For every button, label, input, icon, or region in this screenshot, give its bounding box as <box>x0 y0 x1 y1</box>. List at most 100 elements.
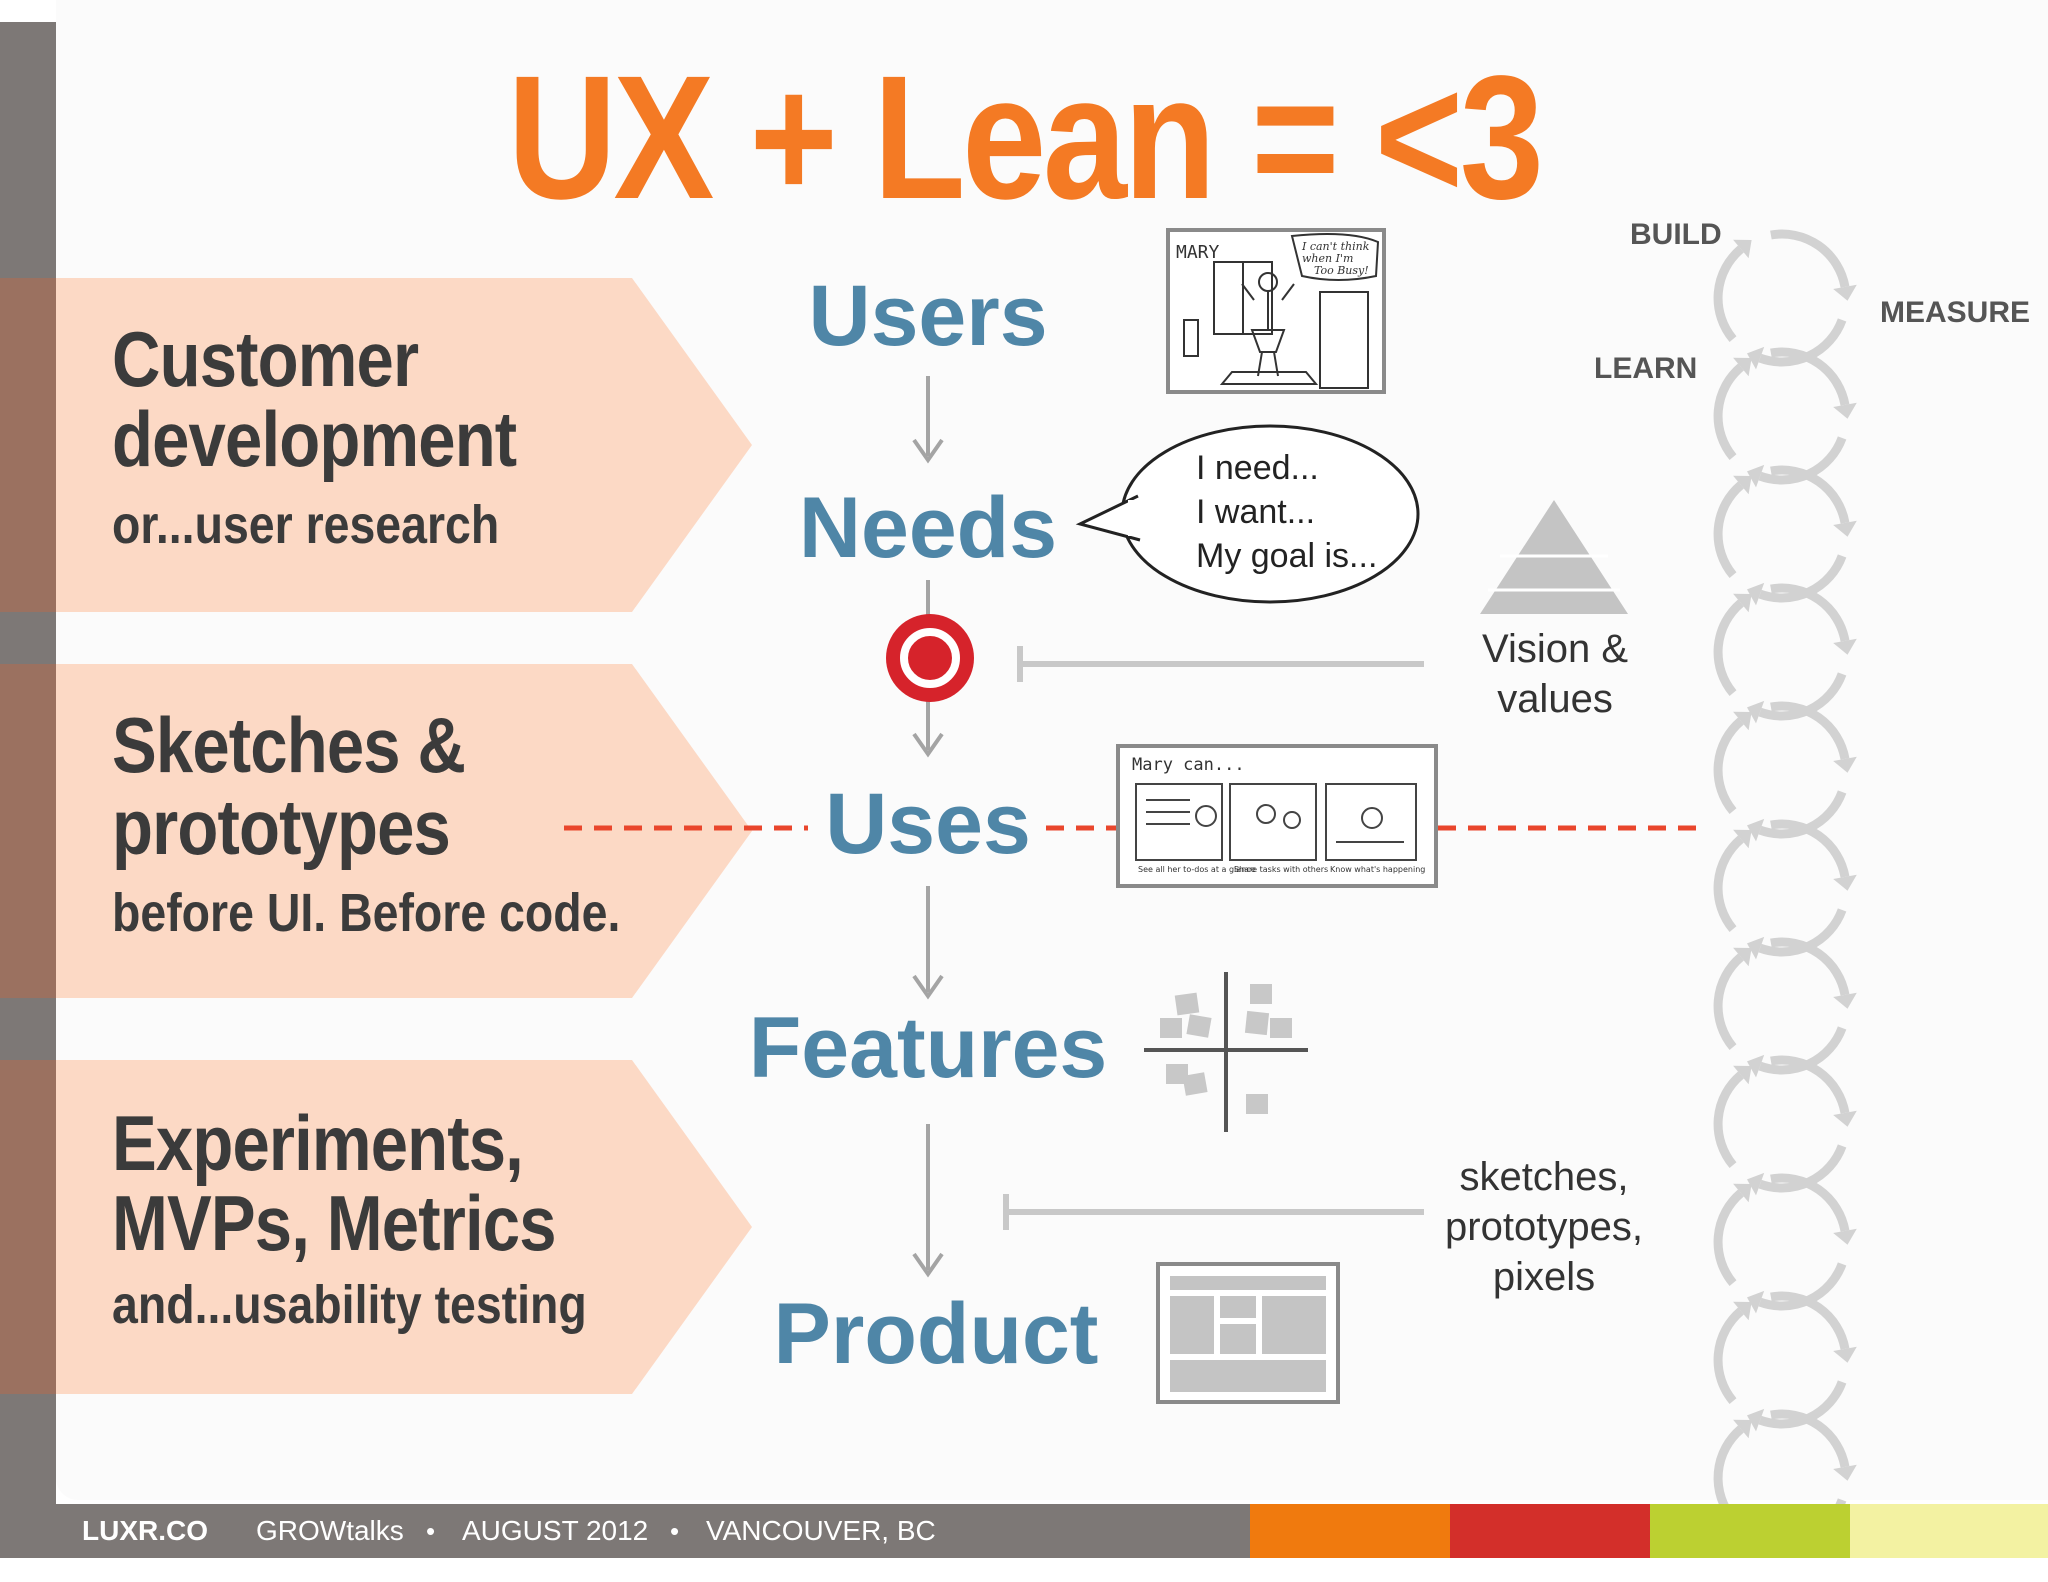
band-experiments-mvps: Experiments, MVPs, Metrics and...usabili… <box>0 1060 760 1394</box>
footer-stripe-red <box>1450 1504 1650 1558</box>
footer-event: GROWtalks <box>256 1515 404 1546</box>
cycle-arrow-head <box>1733 711 1752 731</box>
band-arrow-shape <box>56 664 752 998</box>
speech-line-2: I want... <box>1196 493 1316 531</box>
footer-date: AUGUST 2012 <box>462 1515 649 1546</box>
cycle-arc <box>1770 1409 1850 1468</box>
cycle-arrow-head <box>1833 284 1857 301</box>
pyramid-icon <box>1480 500 1628 614</box>
cycle-arrow-head <box>1833 992 1857 1009</box>
arrow-head <box>912 438 944 464</box>
cycle-arrow-head <box>1747 464 1765 488</box>
mary-thought-line1: I can't think <box>1301 240 1370 253</box>
mary-sketch <box>1166 228 1386 394</box>
cycle-label-build: BUILD <box>1630 218 1722 251</box>
cycle-arrow-head <box>1833 756 1857 773</box>
cycle-arrow-head <box>1733 593 1752 613</box>
cycle-arrow-head <box>1747 700 1765 724</box>
storyboard-panel-2: Share tasks with others <box>1234 865 1328 874</box>
cycle-arrow-head <box>1833 638 1857 655</box>
cycle-arc <box>1713 1189 1744 1286</box>
footer-stripe-orange <box>1250 1504 1450 1558</box>
footer-location: VANCOUVER, BC <box>706 1515 936 1546</box>
cycle-arrow-head <box>1833 520 1857 537</box>
cycle-arrow-head <box>1833 1228 1857 1245</box>
footer-brand: LUXR.CO <box>82 1515 208 1546</box>
cycle-arrow-head <box>1747 1054 1765 1078</box>
node-users: Users <box>808 268 1048 364</box>
mary-sketch-name: MARY <box>1176 242 1220 263</box>
cycle-arrow-head <box>1747 1290 1765 1314</box>
speech-line-1: I need... <box>1196 449 1319 487</box>
cycle-arrow-head <box>1733 239 1752 259</box>
footer-stripe-green <box>1650 1504 1850 1558</box>
cycle-arc <box>1713 953 1744 1050</box>
speech-bubble <box>1075 424 1420 604</box>
cycle-arc <box>1713 1307 1744 1404</box>
cycle-arrow-head <box>1733 1065 1752 1085</box>
cycle-arc <box>1713 835 1744 932</box>
node-product: Product <box>773 1286 1099 1382</box>
cycle-arc <box>1770 465 1850 524</box>
node-needs: Needs <box>798 480 1058 576</box>
cycle-label-learn: LEARN <box>1594 352 1698 385</box>
cycle-loop <box>1713 701 1857 842</box>
cycle-arrow-head <box>1733 1183 1752 1203</box>
sticky-notes-icon <box>1144 972 1308 1132</box>
cycle-arc <box>1713 1071 1744 1168</box>
band-tab <box>0 1060 56 1394</box>
speech-line-3: My goal is... <box>1196 537 1378 575</box>
arrow-head <box>912 1252 944 1278</box>
band-sketches-prototypes: Sketches & prototypes before UI. Before … <box>0 664 760 998</box>
vision-line-1: Vision & <box>1481 627 1628 671</box>
band-subtitle: or...user research <box>112 495 500 555</box>
cycle-arc <box>1770 347 1850 406</box>
band-subtitle: and...usability testing <box>112 1275 587 1335</box>
cycle-arc <box>1770 1055 1850 1114</box>
sketches-line-2: prototypes, <box>1445 1205 1643 1249</box>
band-heading-line1: Customer <box>112 315 419 403</box>
storyboard-sketch <box>1116 744 1438 888</box>
cycle-loop <box>1713 583 1857 724</box>
speech-bubble-text: I need... I want... My goal is... <box>1196 446 1377 578</box>
band-customer-development: Customer development or...user research <box>0 278 760 612</box>
footer-separator: • <box>426 1516 436 1546</box>
cycle-arrow-head <box>1733 475 1752 495</box>
cycle-arrow-head <box>1733 357 1752 377</box>
node-uses: Uses <box>825 776 1031 872</box>
arrow-head <box>912 974 944 1000</box>
cycle-arrow-head <box>1747 1172 1765 1196</box>
cycle-arrow-head <box>1733 1419 1752 1439</box>
cycle-arrow-head <box>1833 874 1857 891</box>
arrow-head <box>912 732 944 758</box>
band-heading-line1: Experiments, <box>112 1099 524 1187</box>
storyboard-caption: Mary can... <box>1132 755 1245 775</box>
build-measure-learn-cycles <box>1713 229 1857 1550</box>
mary-thought-line3: Too Busy! <box>1314 264 1369 277</box>
cycle-arc <box>1770 819 1850 878</box>
band-heading-line2: prototypes <box>112 783 451 871</box>
cycle-arc <box>1713 481 1744 578</box>
cycle-arc <box>1770 229 1850 288</box>
cycle-arrow-head <box>1833 1464 1857 1481</box>
cycle-arc <box>1770 1173 1850 1232</box>
cycle-arc <box>1713 599 1744 696</box>
vision-values-label: Vision & values <box>1440 624 1670 724</box>
cycle-arrow-head <box>1733 947 1752 967</box>
cycle-arc <box>1713 717 1744 814</box>
footer-separator: • <box>670 1516 680 1546</box>
band-tab <box>0 664 56 998</box>
cycle-arrow-head <box>1733 829 1752 849</box>
cycle-arc <box>1770 1291 1850 1350</box>
mary-thought-line2: when I'm <box>1302 252 1353 265</box>
sketches-line-3: pixels <box>1492 1255 1596 1299</box>
band-arrow-shape <box>56 1060 752 1394</box>
node-features: Features <box>748 1000 1108 1096</box>
cycle-arrow-head <box>1833 1346 1857 1363</box>
cycle-arrow-head <box>1747 582 1765 606</box>
band-arrow-shape <box>56 278 752 612</box>
band-heading-line1: Sketches & <box>112 701 466 789</box>
storyboard-panel-3: Know what's happening <box>1330 865 1425 874</box>
cycle-arrow-head <box>1747 818 1765 842</box>
